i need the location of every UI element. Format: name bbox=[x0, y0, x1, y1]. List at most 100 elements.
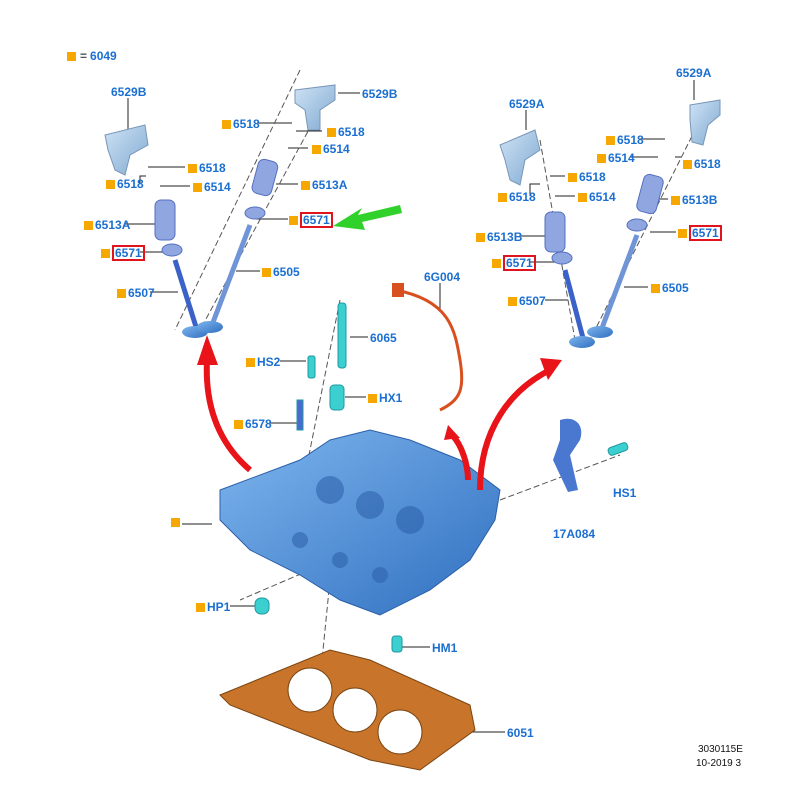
part-callout: 6529A bbox=[676, 66, 711, 80]
part-callout: 6529A bbox=[509, 97, 544, 111]
springs bbox=[154, 158, 664, 265]
part-square-icon bbox=[117, 288, 126, 298]
part-callout: 6518 bbox=[568, 170, 606, 184]
highlighted-part-number: 6571 bbox=[112, 245, 145, 261]
part-number: 6518 bbox=[117, 177, 144, 191]
sensor-wire bbox=[394, 288, 464, 412]
part-callout: 6571 bbox=[492, 255, 536, 271]
part-number: 6514 bbox=[323, 142, 350, 156]
part-number: 6518 bbox=[338, 125, 365, 139]
part-number: 6518 bbox=[617, 133, 644, 147]
part-square-icon bbox=[188, 163, 197, 173]
part-callout: 6571 bbox=[678, 225, 722, 241]
part-callout: 6513B bbox=[671, 193, 717, 207]
part-callout: 6513B bbox=[476, 230, 522, 244]
part-number: 6529B bbox=[362, 87, 398, 101]
part-callout: 6571 bbox=[289, 212, 333, 228]
part-number: 6507 bbox=[519, 294, 546, 308]
part-number: 6505 bbox=[273, 265, 300, 279]
part-square-icon bbox=[246, 357, 255, 367]
rocker-arms bbox=[104, 84, 721, 186]
part-callout: 6571 bbox=[101, 245, 145, 261]
part-square-icon bbox=[327, 127, 336, 137]
part-callout: 6G004 bbox=[424, 270, 460, 284]
legend-marker-icon bbox=[67, 51, 76, 61]
part-square-icon bbox=[498, 192, 507, 202]
part-number: 6578 bbox=[245, 417, 272, 431]
part-callout: HS2 bbox=[246, 355, 280, 369]
part-callout: 6505 bbox=[262, 265, 300, 279]
fasteners bbox=[254, 302, 629, 653]
part-square-icon bbox=[683, 159, 692, 169]
part-number: 6518 bbox=[694, 157, 721, 171]
part-square-icon bbox=[262, 267, 271, 277]
part-number: 6514 bbox=[589, 190, 616, 204]
part-callout: 6051 bbox=[507, 726, 534, 740]
highlighted-part-number: 6571 bbox=[689, 225, 722, 241]
part-number: 6529A bbox=[509, 97, 545, 111]
drawing-code: 3030115E bbox=[698, 744, 743, 755]
part-callout: 6518 bbox=[606, 133, 644, 147]
drawing-date: 10-2019 3 bbox=[696, 758, 742, 769]
part-callout bbox=[171, 518, 182, 527]
part-callout: HM1 bbox=[432, 641, 457, 655]
part-callout: 6518 bbox=[188, 161, 226, 175]
part-callout: 6518 bbox=[683, 157, 721, 171]
part-square-icon bbox=[492, 258, 501, 268]
part-number: 6513B bbox=[682, 193, 718, 207]
part-square-icon bbox=[222, 119, 231, 129]
part-callout: 6514 bbox=[578, 190, 616, 204]
highlighted-part-number: 6571 bbox=[300, 212, 333, 228]
part-callout: HS1 bbox=[613, 486, 636, 500]
part-number: 6518 bbox=[233, 117, 260, 131]
part-number: 6065 bbox=[370, 331, 397, 345]
part-number: 6507 bbox=[128, 286, 155, 300]
part-number: 6529A bbox=[676, 66, 712, 80]
part-callout: 6505 bbox=[651, 281, 689, 295]
part-number: 6518 bbox=[199, 161, 226, 175]
part-callout: 6518 bbox=[222, 117, 260, 131]
part-number: 6513A bbox=[95, 218, 131, 232]
part-square-icon bbox=[671, 195, 680, 205]
part-callout: 6529B bbox=[111, 85, 146, 99]
part-number: 6529B bbox=[111, 85, 147, 99]
part-square-icon bbox=[84, 220, 93, 230]
part-number: 6518 bbox=[579, 170, 606, 184]
part-square-icon bbox=[476, 232, 485, 242]
part-number: 6505 bbox=[662, 281, 689, 295]
part-callout: 6578 bbox=[234, 417, 272, 431]
part-callout: HP1 bbox=[196, 600, 230, 614]
part-square-icon bbox=[508, 296, 517, 306]
highlighted-part-number: 6571 bbox=[503, 255, 536, 271]
part-callout: 6518 bbox=[327, 125, 365, 139]
part-square-icon bbox=[597, 153, 606, 163]
part-number: HP1 bbox=[207, 600, 231, 614]
part-callout: 6507 bbox=[508, 294, 546, 308]
part-square-icon bbox=[301, 180, 310, 190]
part-callout: 6513A bbox=[301, 178, 347, 192]
part-number: 6514 bbox=[204, 180, 231, 194]
part-square-icon bbox=[289, 215, 298, 225]
part-callout: 6513A bbox=[84, 218, 130, 232]
bracket bbox=[553, 418, 582, 492]
legend: =6049 bbox=[67, 49, 117, 63]
part-square-icon bbox=[193, 182, 202, 192]
part-callout: 6507 bbox=[117, 286, 155, 300]
part-number: 6G004 bbox=[424, 270, 461, 284]
part-square-icon bbox=[312, 144, 321, 154]
part-callout: 6065 bbox=[370, 331, 397, 345]
part-callout: 6518 bbox=[106, 177, 144, 191]
part-number: 6513B bbox=[487, 230, 523, 244]
part-number: HS1 bbox=[613, 486, 637, 500]
part-callout: 6529B bbox=[362, 87, 397, 101]
valves bbox=[172, 224, 640, 348]
cylinder-head bbox=[219, 429, 501, 616]
part-number: HS2 bbox=[257, 355, 281, 369]
green-arrow bbox=[333, 205, 402, 230]
part-number: 6514 bbox=[608, 151, 635, 165]
part-square-icon bbox=[196, 602, 205, 612]
part-number: 17A084 bbox=[553, 527, 596, 541]
part-number: 6051 bbox=[507, 726, 534, 740]
